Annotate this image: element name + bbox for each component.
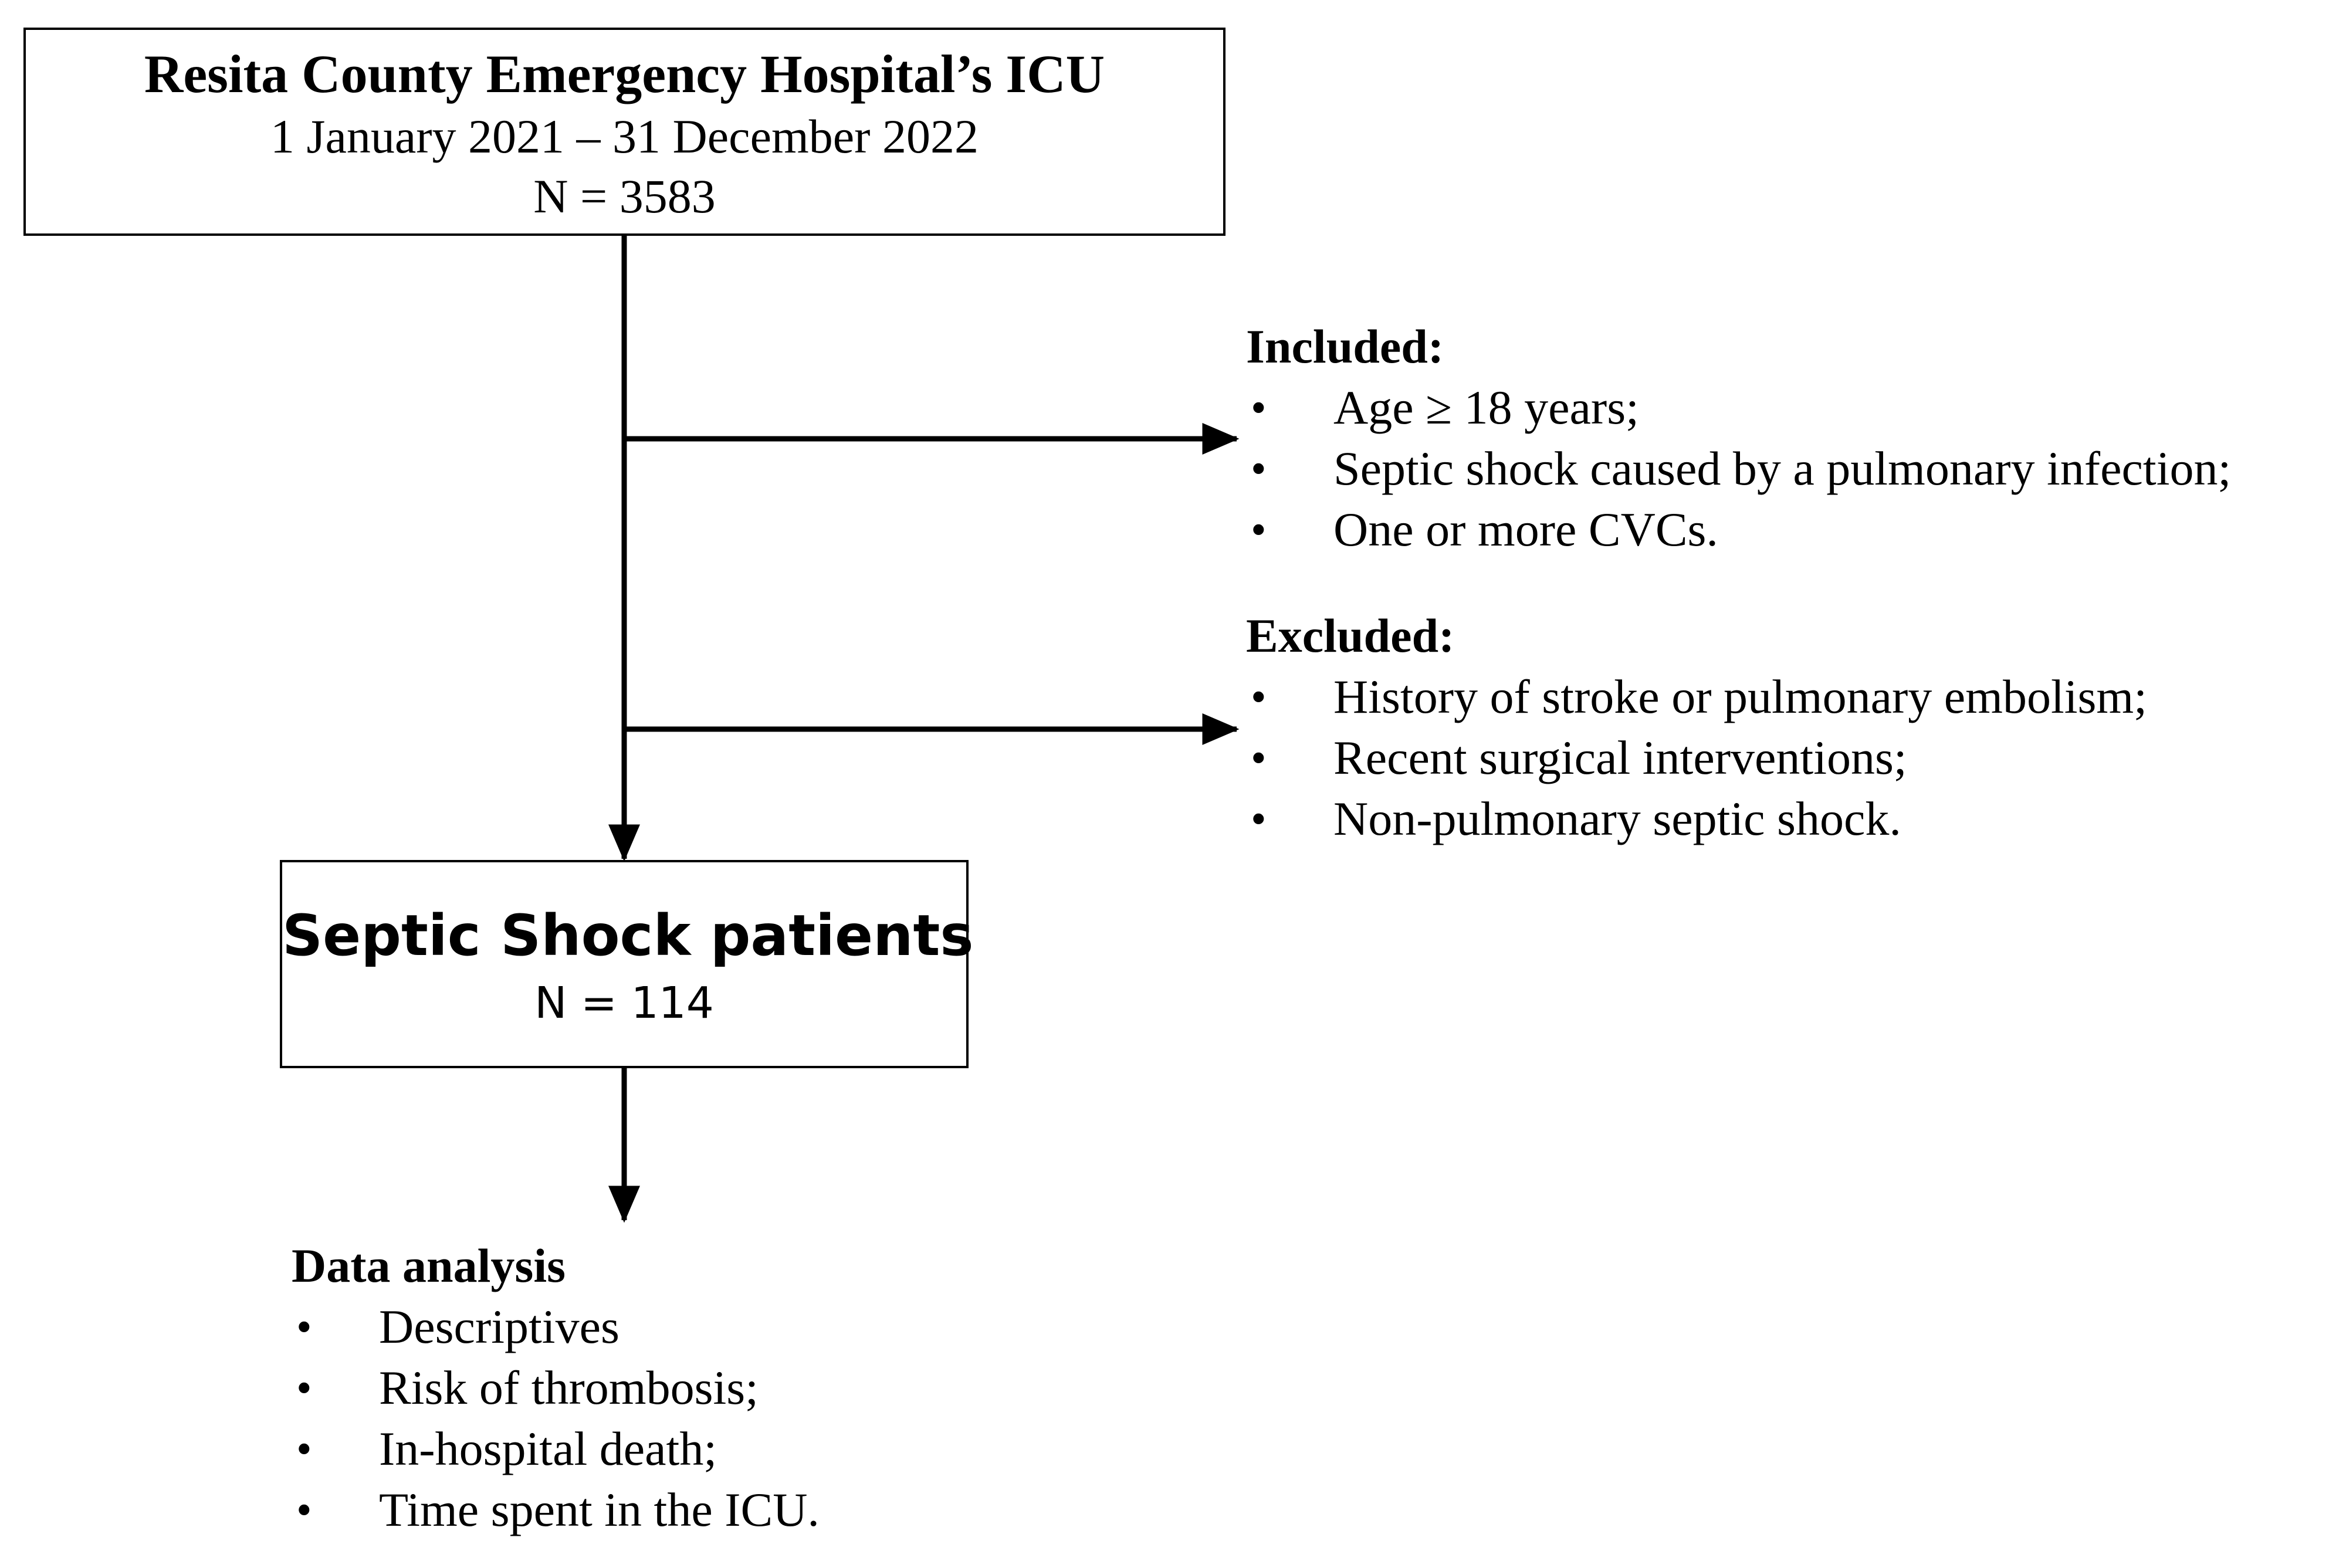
inclusion-item: • Septic shock caused by a pulmonary inf… bbox=[1246, 438, 2231, 499]
cohort-box-title: Septic Shock patients bbox=[282, 903, 974, 968]
inclusion-item-text: One or more CVCs. bbox=[1333, 503, 1718, 556]
source-box-dates: 1 January 2021 – 31 December 2022 bbox=[270, 110, 979, 163]
exclusion-item: • Recent surgical interventions; bbox=[1246, 727, 2147, 788]
exclusion-item-text: Recent surgical interventions; bbox=[1333, 731, 1907, 784]
source-box-count: N = 3583 bbox=[533, 170, 716, 223]
inclusion-item: • One or more CVCs. bbox=[1246, 499, 2231, 560]
source-box-title: Resita County Emergency Hospital’s ICU bbox=[144, 44, 1105, 104]
bullet-icon: • bbox=[1251, 383, 1267, 432]
data-analysis-list: Data analysis • Descriptives • Risk of t… bbox=[292, 1235, 820, 1540]
inclusion-item-text: Age ≥ 18 years; bbox=[1333, 381, 1639, 434]
inclusion-item-text: Septic shock caused by a pulmonary infec… bbox=[1333, 442, 2232, 495]
study-cohort-box: Septic Shock patients N = 114 bbox=[280, 860, 974, 1068]
bullet-icon: • bbox=[296, 1363, 312, 1413]
bullet-icon: • bbox=[296, 1302, 312, 1352]
inclusion-item: • Age ≥ 18 years; bbox=[1246, 377, 2231, 438]
analysis-item: • Descriptives bbox=[292, 1296, 820, 1357]
exclusion-criteria: Excluded: • History of stroke or pulmona… bbox=[1246, 605, 2147, 849]
analysis-item: • Time spent in the ICU. bbox=[292, 1479, 820, 1540]
exclusion-item-text: Non-pulmonary septic shock. bbox=[1333, 792, 1901, 845]
bullet-icon: • bbox=[1251, 733, 1267, 783]
analysis-item-text: Time spent in the ICU. bbox=[379, 1483, 820, 1536]
inclusion-criteria: Included: • Age ≥ 18 years; • Septic sho… bbox=[1246, 316, 2231, 560]
analysis-item-text: Descriptives bbox=[379, 1300, 619, 1353]
analysis-item: • Risk of thrombosis; bbox=[292, 1357, 820, 1418]
bullet-icon: • bbox=[1251, 794, 1267, 844]
analysis-item: • In-hospital death; bbox=[292, 1418, 820, 1479]
bullet-icon: • bbox=[1251, 672, 1267, 722]
inclusion-heading: Included: bbox=[1246, 320, 1444, 373]
exclusion-heading: Excluded: bbox=[1246, 609, 1455, 662]
cohort-box-count: N = 114 bbox=[534, 978, 714, 1028]
exclusion-item: • Non-pulmonary septic shock. bbox=[1246, 788, 2147, 849]
exclusion-item-text: History of stroke or pulmonary embolism; bbox=[1333, 670, 2147, 723]
bullet-icon: • bbox=[296, 1485, 312, 1535]
bullet-icon: • bbox=[296, 1424, 312, 1474]
bullet-icon: • bbox=[1251, 444, 1267, 493]
analysis-heading: Data analysis bbox=[292, 1239, 566, 1292]
source-population-box: Resita County Emergency Hospital’s ICU 1… bbox=[23, 28, 1226, 236]
bullet-icon: • bbox=[1251, 505, 1267, 554]
analysis-item-text: Risk of thrombosis; bbox=[379, 1361, 759, 1414]
analysis-item-text: In-hospital death; bbox=[379, 1422, 717, 1475]
exclusion-item: • History of stroke or pulmonary embolis… bbox=[1246, 666, 2147, 727]
